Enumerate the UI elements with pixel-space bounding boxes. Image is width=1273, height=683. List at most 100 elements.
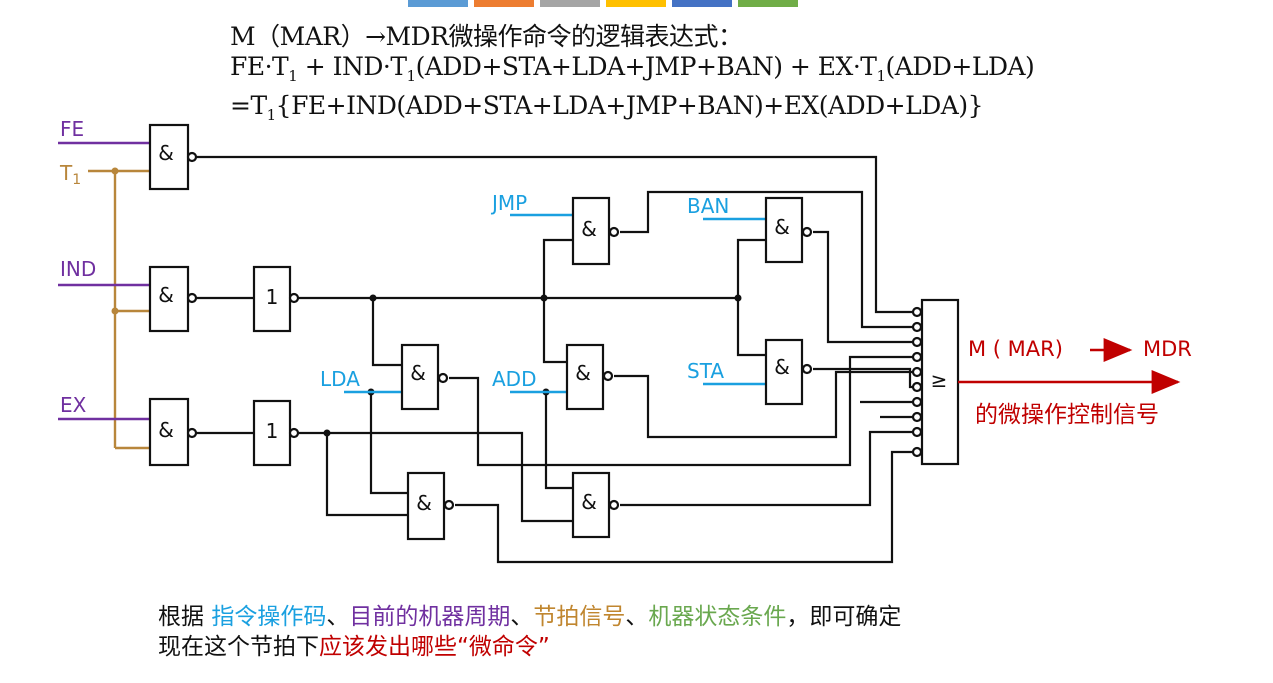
label-ex: EX (60, 393, 87, 417)
wire-lda-branch (369, 392, 408, 495)
wire-add-to-or (614, 370, 915, 439)
gate-symbol: & (774, 355, 790, 379)
wire-ind-add (542, 298, 567, 364)
explanation-line-2: 现在这个节拍下应该发出哪些“微命令” (158, 632, 901, 662)
inverter-bubble (186, 151, 198, 163)
expr-part: + IND·T (297, 52, 407, 81)
expr-part: (ADD+LDA) (885, 52, 1035, 81)
text-span: 、 (510, 604, 534, 630)
inverter-bubble (608, 499, 620, 511)
label-jmp: JMP (490, 191, 527, 215)
or-input-bubble (911, 366, 923, 378)
wire-exadd-to-or (620, 430, 915, 507)
gate-symbol: 1 (266, 285, 279, 309)
inverter-bubble (186, 427, 198, 439)
output-label-right: MDR (1143, 337, 1192, 361)
expr-sub: 1 (266, 106, 277, 124)
tab-color-4 (606, 0, 666, 7)
gate-symbol: 1 (266, 419, 279, 443)
or-input-bubble (911, 321, 923, 333)
or-input-bubble (911, 446, 923, 458)
inverter-bubble (801, 226, 813, 238)
text-machine-state: 机器状态条件 (648, 604, 787, 630)
inverter-bubble (443, 499, 455, 511)
label-lda: LDA (320, 367, 360, 391)
wire-exlda-to-or (455, 450, 915, 564)
label-ban: BAN (687, 194, 729, 218)
text-machine-cycle: 目前的机器周期 (349, 604, 511, 630)
expression-line-3: =T1{FE+IND(ADD+STA+LDA+JMP+BAN)+EX(ADD+L… (230, 91, 1034, 130)
wire-ind-lda (371, 298, 402, 367)
expr-sub: 1 (406, 67, 417, 85)
t1-timing-wires (88, 169, 150, 450)
wire-ind-ban (736, 238, 766, 298)
gate-symbol: & (575, 361, 591, 385)
wire-add-branch (544, 392, 573, 490)
tab-color-3 (540, 0, 600, 7)
t1-junctions (111, 167, 119, 315)
explanation-text: 根据 指令操作码、目前的机器周期、节拍信号、机器状态条件，即可确定 现在这个节拍… (158, 602, 901, 662)
expr-sub: 1 (876, 67, 886, 85)
inverter-bubble (186, 292, 198, 304)
logic-expression: M（MAR）→MDR微操作命令的逻辑表达式： FE·T1 + IND·T1(AD… (230, 22, 1035, 130)
inverter-bubble (801, 363, 813, 375)
text-span: 、 (625, 604, 649, 630)
label-t1-sub: 1 (72, 172, 81, 188)
text-span: 现在这个节拍下 (158, 634, 319, 660)
or-input-bubble (911, 381, 923, 393)
expr-part: FE·T (230, 52, 289, 81)
gate-symbols: & & & 1 1 & & & & & & & ≥ (158, 141, 947, 515)
junction-dot (323, 429, 331, 437)
inverter-bubble (437, 372, 449, 384)
wire-ban-to-or (813, 230, 915, 344)
junction-dot (540, 294, 548, 302)
and-gate-ind (148, 265, 190, 333)
and-gate-sta (764, 338, 804, 406)
label-ind: IND (60, 257, 96, 281)
expr-part: {FE+IND(ADD+STA+LDA+JMP+BAN)+EX(ADD+LDA)… (275, 91, 984, 120)
text-micro-command: 应该发出哪些“微命令” (319, 634, 550, 660)
and-gate-jmp (571, 196, 611, 266)
gate-symbol: & (410, 361, 426, 385)
expr-part: (ADD+STA+LDA+JMP+BAN) + EX·T (415, 52, 877, 81)
and-gate-lda (400, 343, 440, 411)
junction-dot (369, 294, 377, 302)
output-labels: M ( MAR) MDR 的微操作控制信号 (968, 337, 1192, 428)
slide-top-tabs (408, 0, 798, 7)
or-input-bubble (911, 411, 923, 423)
wire-ex-lda (325, 433, 408, 517)
wire-ind-sta (736, 298, 766, 357)
gate-symbol: ≥ (931, 368, 948, 392)
and-gate-fe (148, 123, 190, 191)
or-gate (920, 298, 960, 466)
or-input-bubble (911, 351, 923, 363)
wire-lda-to-or (449, 355, 915, 467)
expr-part: =T (230, 91, 267, 120)
label-add: ADD (492, 367, 536, 391)
explanation-line-1: 根据 指令操作码、目前的机器周期、节拍信号、机器状态条件，即可确定 (158, 602, 901, 632)
gate-symbol: & (581, 217, 597, 241)
inverter-bubble (602, 370, 614, 382)
junction-dot (111, 167, 119, 175)
or-input-bubble (911, 306, 923, 318)
signal-wires (196, 155, 915, 564)
gate-symbol: & (581, 490, 597, 514)
purple-input-wires (58, 141, 150, 421)
and-gate-ban (764, 196, 804, 264)
label-fe: FE (60, 117, 84, 141)
gate-symbol: & (416, 491, 432, 515)
expression-line-2: FE·T1 + IND·T1(ADD+STA+LDA+JMP+BAN) + EX… (230, 52, 1035, 91)
wire-jmp-to-or (620, 190, 915, 329)
and-gate-ex (148, 397, 190, 467)
expression-title: M（MAR）→MDR微操作命令的逻辑表达式： (230, 22, 743, 51)
tab-color-2 (474, 0, 534, 7)
inverter-bubble (608, 226, 620, 238)
tab-color-5 (672, 0, 732, 7)
junction-dot (734, 294, 742, 302)
label-sta: STA (687, 359, 724, 383)
label-t1: T1 (59, 161, 81, 188)
wire-ex-add (327, 431, 573, 523)
and-gate-add (565, 343, 605, 411)
output-label-left: M ( MAR) (968, 337, 1063, 361)
